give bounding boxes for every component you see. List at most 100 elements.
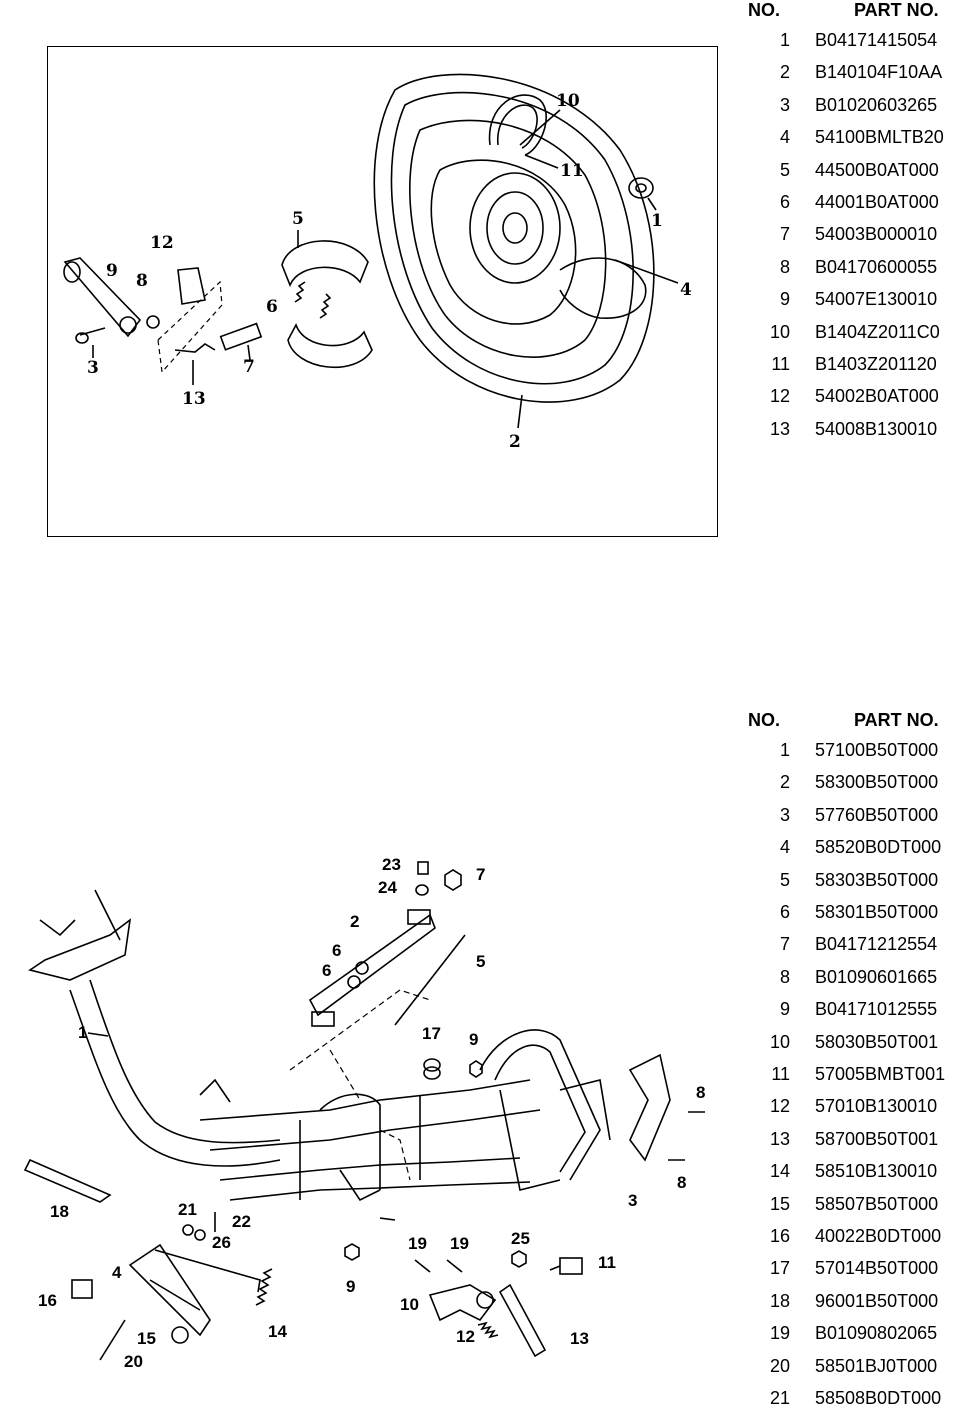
callout-16: 16 xyxy=(38,1291,57,1310)
row-part-number: 54100BMLTB20 xyxy=(815,127,944,148)
rear-wheel-exploded-diagram: 1 2 3 4 5 6 7 8 9 10 11 12 13 xyxy=(63,73,692,452)
table-row: 19 B01090802065 xyxy=(748,1323,960,1347)
header-no: NO. xyxy=(748,710,781,730)
row-part-number: 44500B0AT000 xyxy=(815,159,939,180)
callout-2: 2 xyxy=(509,432,521,452)
row-number: 1 xyxy=(779,30,790,50)
header-part-no: PART NO. xyxy=(854,0,939,20)
callout-2: 2 xyxy=(350,912,359,931)
callout-10: 10 xyxy=(556,91,580,111)
row-part-number: 54003B000010 xyxy=(815,224,938,245)
row-part-number: B04170600055 xyxy=(815,256,938,277)
callout-25: 25 xyxy=(511,1229,530,1248)
row-part-number: 54007E130010 xyxy=(815,289,938,310)
row-part-number: B1404Z2011C0 xyxy=(815,321,940,342)
row-number: 12 xyxy=(769,386,790,407)
row-number: 3 xyxy=(779,94,790,115)
callout-12: 12 xyxy=(150,233,174,253)
row-number: 2 xyxy=(779,62,790,83)
row-part-number: B01020603265 xyxy=(815,94,938,115)
callout-3: 3 xyxy=(628,1191,637,1210)
header-part-no: PART NO. xyxy=(854,710,939,730)
header-no: NO. xyxy=(748,0,781,20)
callout-24: 24 xyxy=(378,878,397,897)
row-number: 4 xyxy=(779,837,790,858)
callout-6: 6 xyxy=(266,297,278,317)
row-part-number: 58508B0DT000 xyxy=(815,1388,942,1408)
row-part-number: B01090802065 xyxy=(815,1323,938,1344)
row-number: 8 xyxy=(779,256,790,277)
row-part-number: 58030B50T001 xyxy=(815,1031,939,1052)
callout-12: 12 xyxy=(456,1327,475,1346)
row-number: 17 xyxy=(769,1258,790,1279)
row-number: 11 xyxy=(771,354,790,374)
table-row: 3 B01020603265 xyxy=(748,95,960,119)
row-part-number: 58300B50T000 xyxy=(815,772,939,793)
row-part-number: B140104F10AA xyxy=(815,62,943,83)
row-part-number: 57010B130010 xyxy=(815,1096,938,1117)
row-number: 16 xyxy=(769,1226,790,1246)
row-part-number: 96001B50T000 xyxy=(815,1290,939,1311)
table-row: 5 58303B50T000 xyxy=(748,870,960,894)
callout-1: 1 xyxy=(651,211,663,231)
callout-15: 15 xyxy=(137,1329,156,1348)
rear-wheel-diagram-frame xyxy=(47,46,718,537)
table-row: 12 57010B130010 xyxy=(748,1096,960,1120)
callout-21: 21 xyxy=(178,1200,197,1219)
row-part-number: 54002B0AT000 xyxy=(815,386,939,407)
callout-8: 8 xyxy=(696,1083,705,1102)
row-number: 2 xyxy=(779,772,790,793)
callout-19: 19 xyxy=(408,1234,427,1253)
callout-22: 22 xyxy=(232,1212,251,1231)
row-number: 21 xyxy=(769,1388,790,1408)
table-row: 2 58300B50T000 xyxy=(748,772,960,796)
table-row: 4 58520B0DT000 xyxy=(748,837,960,861)
row-part-number: 58303B50T000 xyxy=(815,869,939,890)
callout-10: 10 xyxy=(400,1295,419,1314)
row-part-number: B01090601665 xyxy=(815,966,938,987)
row-part-number: 57014B50T000 xyxy=(815,1258,939,1279)
callout-4: 4 xyxy=(680,280,692,300)
callout-5: 5 xyxy=(292,209,304,229)
row-part-number: 57005BMBT001 xyxy=(815,1064,946,1084)
row-number: 7 xyxy=(779,934,790,955)
table-row: 17 57014B50T000 xyxy=(748,1258,960,1282)
callout-19: 19 xyxy=(450,1234,469,1253)
row-part-number: 44001B0AT000 xyxy=(815,192,939,212)
callout-13: 13 xyxy=(182,389,206,409)
table-row: 12 54002B0AT000 xyxy=(748,386,960,410)
row-number: 6 xyxy=(779,902,790,922)
table-row: 6 44001B0AT000 xyxy=(748,192,960,216)
callout-20: 20 xyxy=(124,1352,143,1371)
row-number: 8 xyxy=(779,966,790,987)
callout-9: 9 xyxy=(346,1277,355,1296)
row-number: 12 xyxy=(769,1096,790,1117)
callout-1: 1 xyxy=(78,1023,87,1042)
row-part-number: 58520B0DT000 xyxy=(815,837,942,858)
row-part-number: 54008B130010 xyxy=(815,418,938,439)
callout-23: 23 xyxy=(382,855,401,874)
row-part-number: 57760B50T000 xyxy=(815,804,939,825)
table-row: 2 B140104F10AA xyxy=(748,62,960,86)
row-number: 20 xyxy=(769,1355,790,1376)
row-number: 19 xyxy=(769,1323,790,1344)
row-number: 5 xyxy=(779,869,790,890)
callout-6: 6 xyxy=(332,941,341,960)
row-number: 6 xyxy=(779,192,790,212)
callout-9: 9 xyxy=(106,261,118,281)
callout-11: 11 xyxy=(598,1253,616,1272)
